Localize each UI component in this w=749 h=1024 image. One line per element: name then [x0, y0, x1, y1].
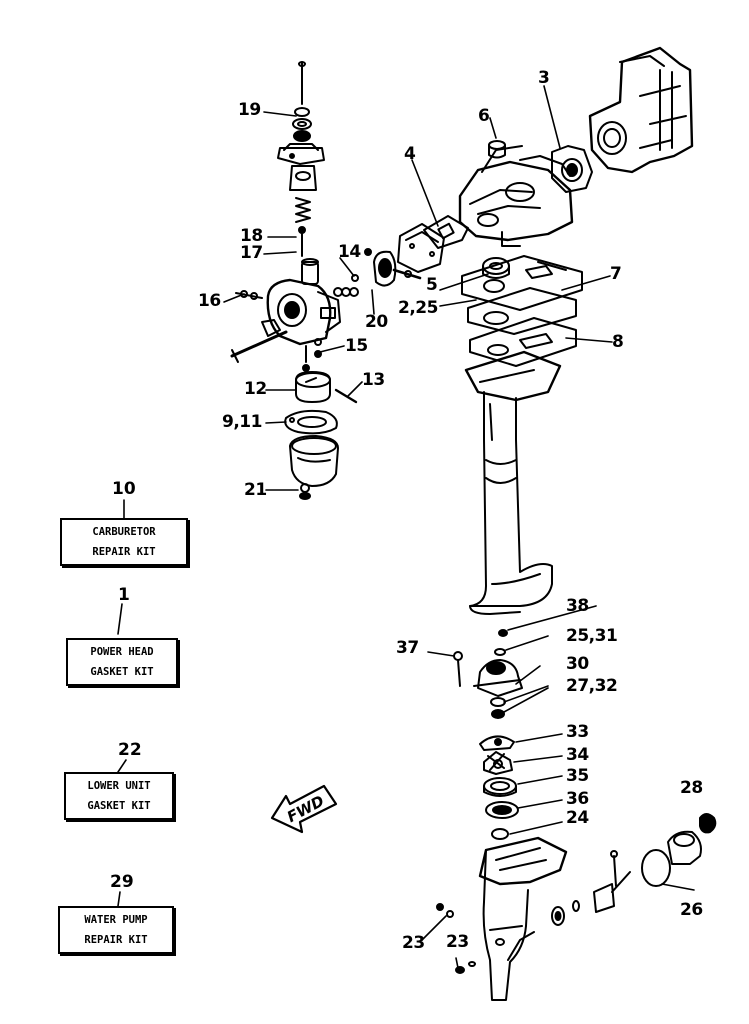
- power-head-gasket-kit-label: POWER HEAD GASKET KIT: [66, 638, 178, 686]
- crankcase: [458, 145, 574, 247]
- callout-16: 16: [198, 291, 221, 311]
- carburetor-assembly: [230, 61, 358, 500]
- callout-17: 17: [240, 243, 263, 263]
- callout-21: 21: [244, 480, 267, 500]
- callout-9-11: 9,11: [222, 412, 262, 432]
- reed-valve: [397, 215, 469, 273]
- callout-2-25: 2,25: [398, 298, 438, 318]
- callout-15: 15: [345, 336, 368, 356]
- kit-line1: WATER PUMP: [84, 914, 148, 926]
- callout-35: 35: [566, 766, 589, 786]
- callout-13: 13: [362, 370, 385, 390]
- callout-27-32: 27,32: [566, 676, 618, 696]
- callout-4: 4: [404, 144, 416, 164]
- forward-arrow-icon: [270, 784, 338, 834]
- callout-12: 12: [244, 379, 267, 399]
- kit-number-10: 10: [112, 479, 136, 499]
- driveshaft-housing: [464, 350, 562, 615]
- kit-line1: POWER HEAD: [90, 646, 154, 658]
- callout-5: 5: [426, 275, 438, 295]
- cylinder-head: [551, 46, 694, 193]
- kit-line2: REPAIR KIT: [84, 934, 148, 946]
- callout-37: 37: [396, 638, 419, 658]
- callout-14: 14: [338, 242, 361, 262]
- callout-19: 19: [238, 100, 261, 120]
- callout-7: 7: [610, 264, 622, 284]
- mounting-plates: [461, 255, 583, 367]
- kit-line2: GASKET KIT: [87, 800, 151, 812]
- callout-3: 3: [538, 68, 550, 88]
- callout-6: 6: [478, 106, 490, 126]
- water-pump-parts: [453, 629, 523, 840]
- carburetor-repair-kit-label: CARBURETOR REPAIR KIT: [60, 518, 188, 566]
- propeller-shaft-parts: [436, 813, 717, 974]
- callout-20: 20: [365, 312, 388, 332]
- callout-25-31: 25,31: [566, 626, 618, 646]
- callout-30: 30: [566, 654, 589, 674]
- intake-parts: [333, 248, 422, 297]
- callout-34: 34: [566, 745, 589, 765]
- callout-33: 33: [566, 722, 589, 742]
- callout-26: 26: [680, 900, 703, 920]
- kit-line2: REPAIR KIT: [92, 546, 156, 558]
- callout-24: 24: [566, 808, 589, 828]
- callout-18: 18: [240, 226, 263, 246]
- kit-number-1: 1: [118, 585, 130, 605]
- kit-line1: LOWER UNIT: [87, 780, 151, 792]
- callout-28: 28: [680, 778, 703, 798]
- callout-36: 36: [566, 789, 589, 809]
- water-pump-repair-kit-label: WATER PUMP REPAIR KIT: [58, 906, 174, 954]
- callout-38: 38: [566, 596, 589, 616]
- callout-23-upper: 23: [402, 933, 425, 953]
- lower-unit-gasket-kit-label: LOWER UNIT GASKET KIT: [64, 772, 174, 820]
- callout-23-lower: 23: [446, 932, 469, 952]
- lower-unit: [478, 836, 568, 1001]
- kit-number-29: 29: [110, 872, 134, 892]
- kit-line1: CARBURETOR: [92, 526, 156, 538]
- callout-8: 8: [612, 332, 624, 352]
- kit-number-22: 22: [118, 740, 142, 760]
- kit-line2: GASKET KIT: [90, 666, 154, 678]
- spark-plug-cap: [488, 140, 506, 159]
- leader-lines: [117, 85, 695, 969]
